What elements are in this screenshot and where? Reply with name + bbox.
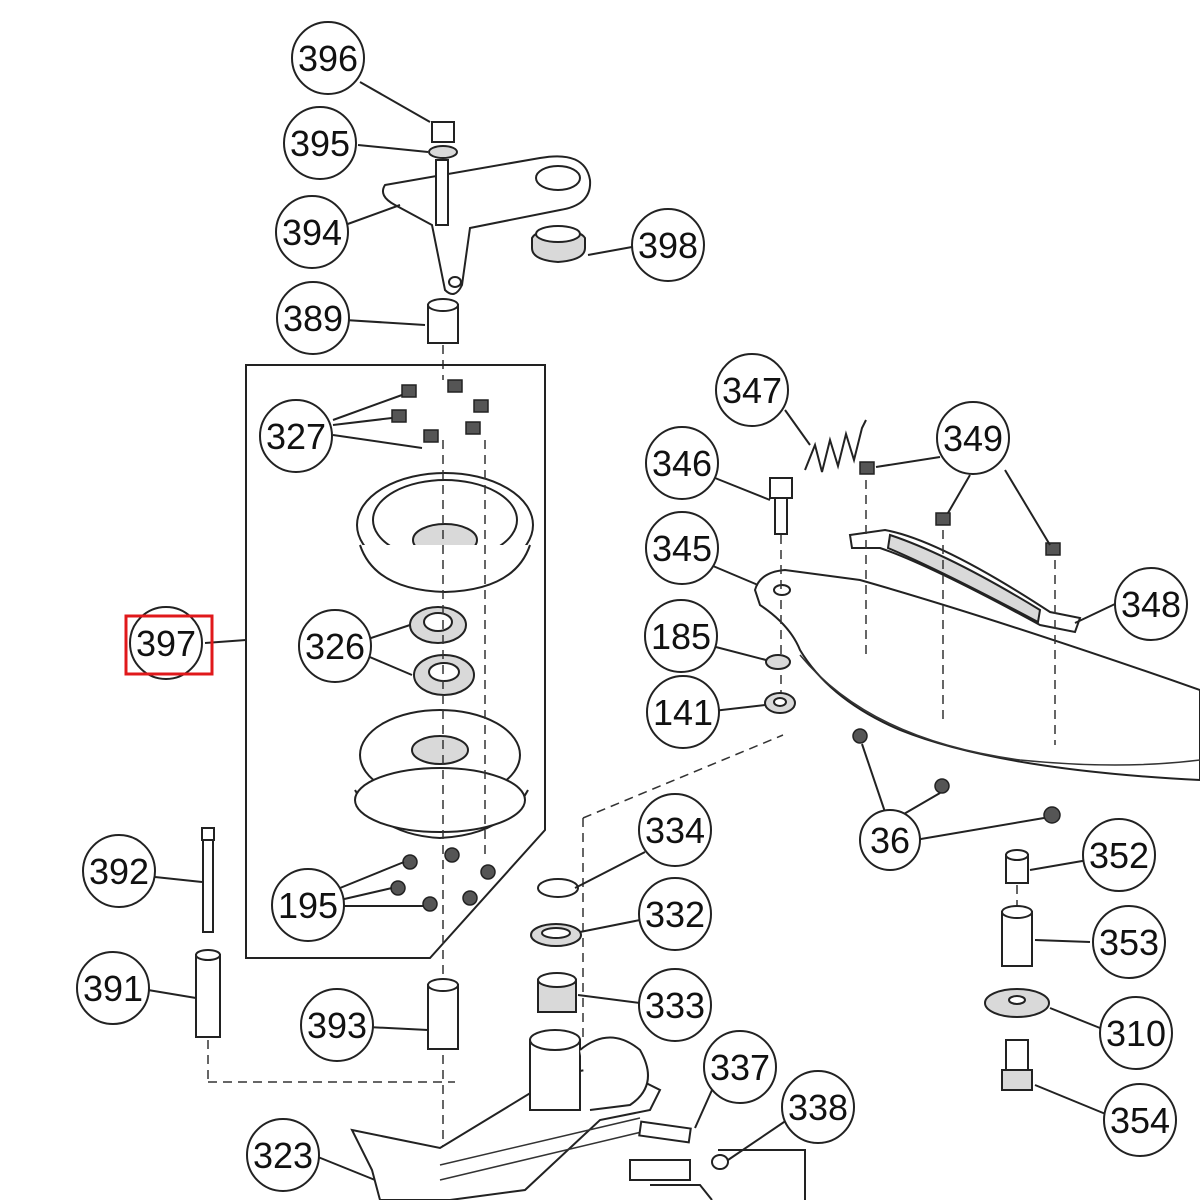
callout-398[interactable]: 398	[631, 208, 705, 282]
callout-334-label: 334	[645, 810, 705, 851]
callout-345-label: 345	[652, 528, 712, 569]
callout-310-label: 310	[1106, 1013, 1166, 1054]
callout-353-label: 353	[1099, 922, 1159, 963]
callout-332[interactable]: 332	[638, 877, 712, 951]
callout-395-label: 395	[290, 123, 350, 164]
callout-333[interactable]: 333	[638, 968, 712, 1042]
callout-394-label: 394	[282, 212, 342, 253]
deck-arm-drawing	[753, 419, 1200, 824]
bushing-stack-drawing	[530, 878, 582, 1013]
callout-337-label: 337	[710, 1047, 770, 1088]
callout-332-label: 332	[645, 894, 705, 935]
highlight-box	[124, 614, 214, 676]
callout-396-label: 396	[298, 38, 358, 79]
callout-141-label: 141	[653, 692, 713, 733]
callout-391[interactable]: 391	[76, 951, 150, 1025]
callout-338-label: 338	[788, 1087, 848, 1128]
callout-352[interactable]: 352	[1082, 818, 1156, 892]
callout-323-label: 323	[253, 1135, 313, 1176]
callout-323[interactable]: 323	[246, 1118, 320, 1192]
callout-354-label: 354	[1110, 1100, 1170, 1141]
callout-389-label: 389	[283, 298, 343, 339]
callout-392[interactable]: 392	[82, 834, 156, 908]
callout-396[interactable]: 396	[291, 21, 365, 95]
callout-36-label: 36	[870, 820, 910, 861]
callout-185-label: 185	[651, 616, 711, 657]
leader-lines	[147, 81, 1116, 1181]
deck-bracket-drawing	[350, 734, 784, 1200]
callout-327[interactable]: 327	[259, 399, 333, 473]
callout-310[interactable]: 310	[1099, 996, 1173, 1070]
callout-354[interactable]: 354	[1103, 1083, 1177, 1157]
bolt-spacer-drawing	[195, 827, 459, 1083]
pulley-kit-drawing	[245, 364, 546, 1150]
callout-353[interactable]: 353	[1092, 905, 1166, 979]
pin-drawing	[629, 1120, 806, 1200]
callout-348[interactable]: 348	[1114, 567, 1188, 641]
callout-195[interactable]: 195	[271, 868, 345, 942]
callout-397[interactable]: 397	[124, 606, 214, 680]
callout-395[interactable]: 395	[283, 106, 357, 180]
callout-393[interactable]: 393	[300, 988, 374, 1062]
callout-346[interactable]: 346	[645, 426, 719, 500]
idler-arm-drawing	[382, 121, 592, 380]
callout-393-label: 393	[307, 1005, 367, 1046]
callout-346-label: 346	[652, 443, 712, 484]
callout-347[interactable]: 347	[715, 353, 789, 427]
callout-345[interactable]: 345	[645, 511, 719, 585]
callout-394[interactable]: 394	[275, 195, 349, 269]
callout-347-label: 347	[722, 370, 782, 411]
callout-327-label: 327	[266, 416, 326, 457]
callout-349[interactable]: 349	[936, 401, 1010, 475]
callout-337[interactable]: 337	[703, 1030, 777, 1104]
callout-392-label: 392	[89, 851, 149, 892]
callout-349-label: 349	[943, 418, 1003, 459]
callout-326-label: 326	[305, 626, 365, 667]
callout-185[interactable]: 185	[644, 599, 718, 673]
callout-391-label: 391	[83, 968, 143, 1009]
callout-326[interactable]: 326	[298, 609, 372, 683]
callout-398-label: 398	[638, 225, 698, 266]
callout-397-label: 397	[136, 623, 196, 664]
callout-334[interactable]: 334	[638, 793, 712, 867]
callout-36[interactable]: 36	[859, 809, 921, 871]
callout-333-label: 333	[645, 985, 705, 1026]
callout-338[interactable]: 338	[781, 1070, 855, 1144]
callout-348-label: 348	[1121, 584, 1181, 625]
callout-141[interactable]: 141	[646, 675, 720, 749]
callout-352-label: 352	[1089, 835, 1149, 876]
callout-195-label: 195	[278, 885, 338, 926]
wheel-hardware-drawing	[984, 849, 1050, 1091]
callout-389[interactable]: 389	[276, 281, 350, 355]
